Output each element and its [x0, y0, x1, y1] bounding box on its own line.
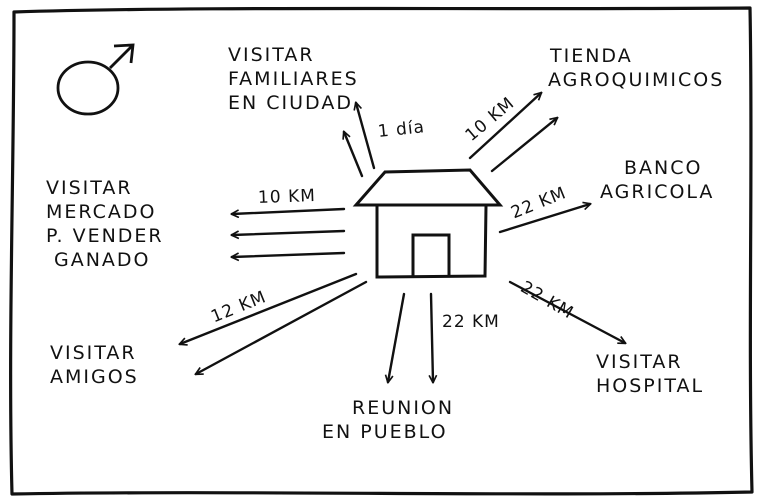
arrow-reunion-2 [431, 292, 433, 382]
arrow-amigos-2 [196, 280, 368, 374]
label-banco-line-1: BANCO [624, 157, 703, 179]
label-mercado-line-4: GANADO [54, 249, 151, 271]
label-mercado-line-3: P. VENDER [46, 225, 164, 247]
arrow-reunion-1 [388, 292, 406, 382]
label-hospital-line-2: HOSPITAL [596, 375, 705, 397]
arrow-agroquimicos-1 [468, 93, 541, 160]
distance-reunion: 22 KM [442, 312, 500, 332]
label-mercado: VISITAR MERCADO P. VENDER GANADO [46, 176, 164, 272]
arrow-familiares-1 [344, 132, 364, 178]
label-familiares-line-1: VISITAR [228, 44, 315, 66]
male-symbol-icon [56, 43, 135, 116]
label-agroquimicos: TIENDA AGROQUIMICOS [548, 44, 724, 92]
house-icon [352, 168, 504, 279]
label-familiares-line-2: FAMILIARES [228, 68, 359, 90]
label-amigos-line-2: AMIGOS [50, 366, 139, 388]
label-hospital: VISITAR HOSPITAL [596, 350, 704, 398]
arrow-mercado-3 [232, 251, 346, 257]
arrow-hospital [508, 280, 625, 343]
arrow-mercado-1 [232, 207, 346, 214]
label-mercado-line-2: MERCADO [46, 201, 157, 223]
distance-mercado: 10 KM [257, 185, 317, 208]
arrow-familiares-2 [356, 103, 376, 170]
label-agroquimicos-line-2: AGROQUIMICOS [548, 69, 725, 91]
arrow-amigos-1 [180, 272, 358, 344]
label-banco-line-2: AGRICOLA [600, 181, 715, 203]
arrow-agroquimicos-2 [490, 118, 557, 173]
label-mercado-line-1: VISITAR [46, 177, 133, 199]
frame-border [9, 6, 754, 496]
label-familiares: VISITAR FAMILIARES EN CIUDAD [228, 43, 359, 115]
arrow-mercado-2 [232, 229, 346, 235]
arrow-banco [498, 204, 590, 234]
label-hospital-line-1: VISITAR [596, 351, 683, 373]
label-agroquimicos-line-1: TIENDA [550, 45, 633, 67]
label-reunion-line-1: REUNION [352, 397, 455, 419]
label-reunion-line-2: EN PUEBLO [322, 421, 448, 443]
label-reunion: REUNION EN PUEBLO [322, 396, 454, 444]
label-familiares-line-3: EN CIUDAD [228, 92, 353, 114]
label-amigos-line-1: VISITAR [50, 342, 137, 364]
label-amigos: VISITAR AMIGOS [50, 341, 139, 389]
label-banco: BANCO AGRICOLA [600, 156, 714, 204]
